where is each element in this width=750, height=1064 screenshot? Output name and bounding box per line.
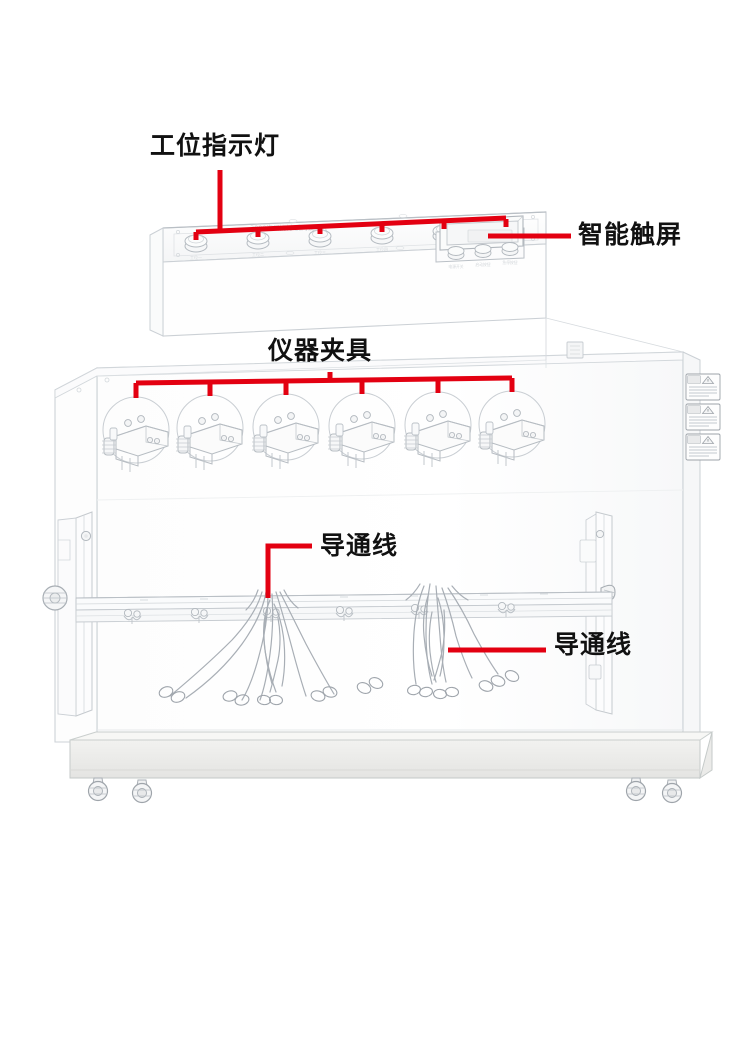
callout-label-conduction-wire-right: 导通线 — [554, 630, 633, 659]
conduction-wire-bundle-left — [158, 589, 384, 706]
panel-knob[interactable]: 急停按钮 — [501, 242, 519, 266]
svg-text:启动按钮: 启动按钮 — [475, 262, 490, 267]
callout-label-conduction-wire-left: 导通线 — [320, 531, 399, 560]
left-adjustment-column[interactable] — [42, 511, 93, 717]
panel-knob[interactable]: 启动按钮 — [474, 244, 492, 268]
indicator-lamp[interactable]: 工位二 — [246, 231, 270, 257]
base-platform — [69, 731, 714, 780]
warning-label-stack — [685, 373, 721, 461]
touch-screen-assembly[interactable]: 电源开关 启动按钮 急停按钮 — [435, 215, 525, 270]
callout-label-station-indicator-lamps: 工位指示灯 — [150, 131, 281, 160]
indicator-lamp[interactable]: 工位三 — [308, 229, 332, 255]
svg-text:工位一: 工位一 — [190, 254, 202, 260]
machine-cabinet — [42, 317, 721, 743]
conduction-wire-bundle-right — [405, 583, 520, 700]
caster — [661, 779, 683, 804]
leader-conduction-wire-left — [265, 543, 312, 598]
svg-text:工位二: 工位二 — [252, 251, 264, 257]
caster — [87, 777, 109, 802]
callout-leaders — [133, 170, 571, 653]
horizontal-rail — [75, 591, 613, 625]
caster — [131, 779, 153, 804]
callout-label-smart-touch-screen: 智能触屏 — [578, 220, 683, 249]
svg-text:工位三: 工位三 — [314, 249, 326, 255]
caster — [625, 777, 647, 802]
control-head: 3000次屈挠材 质内试验机 工位一 — [149, 211, 547, 337]
caster-row — [87, 777, 683, 804]
leader-instrument-fixtures — [133, 372, 515, 398]
leader-station-indicator-lamps — [193, 170, 509, 240]
callout-label-instrument-fixtures: 仪器夹具 — [268, 336, 373, 365]
svg-text:急停按钮: 急停按钮 — [502, 260, 517, 265]
column-handwheel[interactable] — [42, 585, 68, 611]
panel-knob[interactable]: 电源开关 — [447, 246, 465, 270]
svg-text:电源开关: 电源开关 — [448, 264, 463, 269]
svg-text:工位四: 工位四 — [376, 246, 388, 252]
